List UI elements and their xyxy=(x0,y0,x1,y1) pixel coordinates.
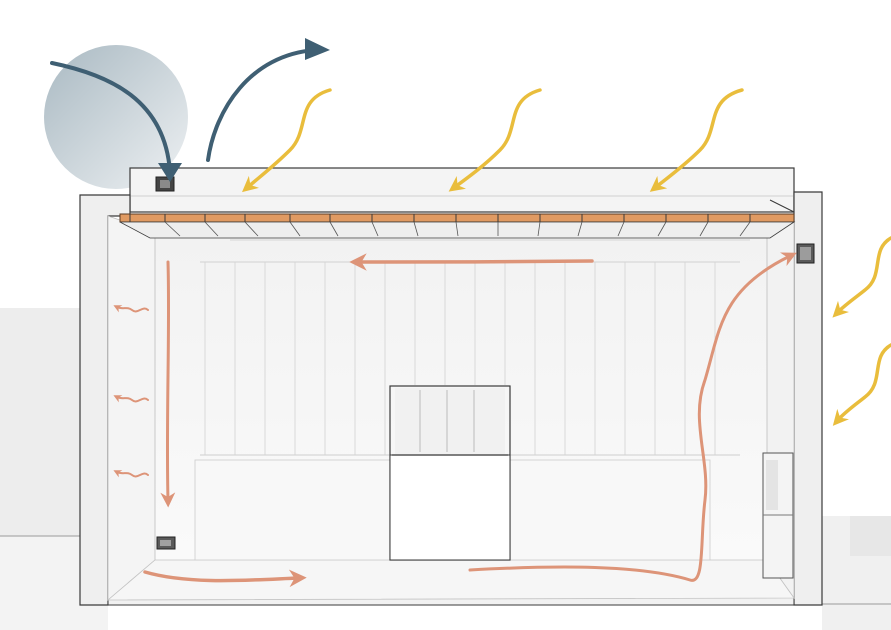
central-doorway xyxy=(390,386,510,560)
left-downward-airflow xyxy=(167,262,168,500)
sun-ray-arrow xyxy=(838,345,891,420)
wall-vent-grille xyxy=(800,247,811,260)
ceiling-return-airflow xyxy=(358,261,592,262)
sun-ray-arrow xyxy=(838,238,891,312)
interior-space xyxy=(108,216,794,600)
exhaust-air-arrowhead xyxy=(305,38,330,60)
floor-vent-grille xyxy=(160,540,171,546)
right-wall-cabinet xyxy=(763,453,793,578)
roof-vent-grille xyxy=(160,180,170,188)
exhaust-air-line xyxy=(208,50,315,160)
